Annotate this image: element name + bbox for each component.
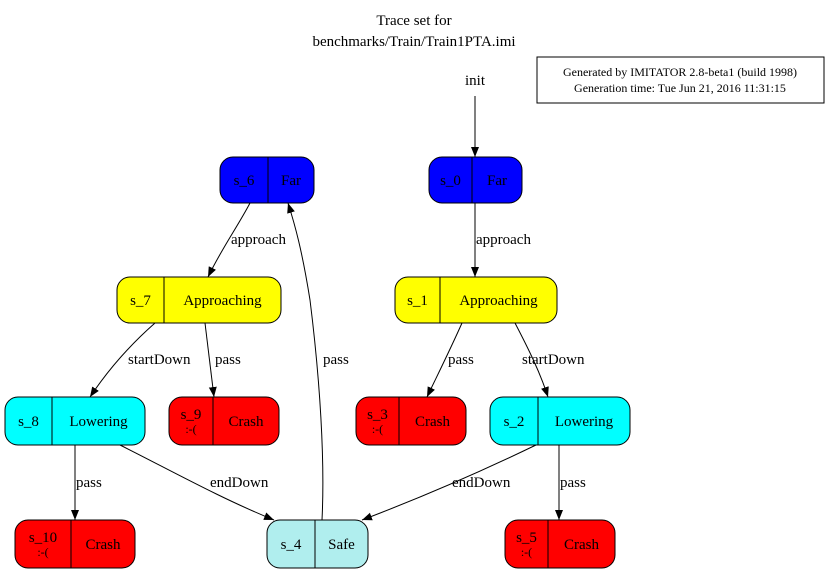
state-annotation: :-( [185, 422, 196, 436]
state-box [4, 396, 146, 446]
state-location: Crash [86, 537, 121, 553]
state-box [504, 519, 616, 569]
edge-label: pass [323, 352, 349, 368]
state-annotation: :-( [521, 545, 532, 559]
edge-s-0-to-s-1: approach [471, 203, 531, 277]
state-s-2: s_2 Lowering [489, 396, 631, 446]
state-id: s_5 [516, 530, 537, 546]
state-location: Lowering [555, 414, 614, 430]
state-location: Crash [415, 414, 450, 430]
edge-s-2-to-s-5: pass [555, 445, 586, 520]
state-box [394, 276, 558, 324]
state-location: Approaching [183, 293, 262, 309]
state-id: s_6 [234, 173, 255, 189]
state-id: s_4 [281, 537, 302, 553]
state-location: Approaching [459, 293, 538, 309]
state-id: s_9 [181, 407, 202, 423]
edge-label: approach [231, 232, 286, 248]
state-annotation: :-( [37, 545, 48, 559]
edge-label: startDown [128, 352, 191, 368]
state-s-8: s_8 Lowering [4, 396, 146, 446]
state-id: s_3 [367, 407, 388, 423]
edge-arrow [207, 202, 251, 278]
info-box-line1: Generated by IMITATOR 2.8-beta1 (build 1… [563, 65, 797, 79]
edge-s-4-to-s-6: pass [287, 202, 349, 521]
state-s-5: s_5:-( Crash [504, 519, 616, 569]
state-s-7: s_7 Approaching [116, 276, 282, 324]
edge-arrow [426, 322, 463, 398]
edge-arrow [287, 202, 324, 521]
state-box [428, 156, 523, 204]
edge-label: startDown [522, 352, 585, 368]
edge-s-8-to-s-10: pass [71, 445, 102, 520]
edge-label: pass [560, 475, 586, 491]
state-s-3: s_3:-( Crash [355, 396, 467, 446]
edge-s-1-to-s-2: startDown [514, 322, 585, 398]
state-box [219, 156, 315, 204]
edge-s-8-to-s-4: endDown [119, 444, 275, 521]
init-label: init [465, 73, 486, 89]
state-box [116, 276, 282, 324]
state-id: s_0 [440, 173, 461, 189]
info-box: Generated by IMITATOR 2.8-beta1 (build 1… [536, 56, 825, 104]
state-s-6: s_6 Far [219, 156, 315, 204]
state-box [14, 519, 136, 569]
graph-title-line2: benchmarks/Train/Train1PTA.imi [312, 34, 515, 50]
edge-label: pass [215, 352, 241, 368]
edge-arrow [89, 322, 156, 398]
edge-s-1-to-s-3: pass [426, 322, 474, 398]
state-id: s_7 [130, 293, 151, 309]
edges: approach approach startDown pass pass startDo… [71, 96, 586, 521]
edge-s-6-to-s-7: approach [207, 202, 286, 278]
edge-label: pass [76, 475, 102, 491]
state-s-1: s_1 Approaching [394, 276, 558, 324]
state-box [489, 396, 631, 446]
edge-s-7-to-s-8: startDown [89, 322, 191, 398]
edge-label: endDown [452, 475, 511, 491]
edge-arrow [361, 444, 537, 521]
state-id: s_2 [504, 414, 525, 430]
state-s-0: s_0 Far [428, 156, 523, 204]
state-s-4: s_4 Safe [266, 519, 369, 569]
state-box [266, 519, 369, 569]
state-location: Lowering [69, 414, 128, 430]
info-box-line2: Generation time: Tue Jun 21, 2016 11:31:… [574, 81, 786, 95]
state-s-9: s_9:-( Crash [168, 396, 280, 446]
state-location: Safe [328, 537, 355, 553]
edge-s-7-to-s-9: pass [204, 322, 241, 398]
edge-arrow [514, 322, 549, 398]
edge-s-2-to-s-4: endDown [361, 444, 537, 521]
state-id: s_10 [29, 530, 57, 546]
graph-title-line1: Trace set for [376, 13, 451, 29]
edge-arrow [204, 322, 217, 398]
state-box [168, 396, 280, 446]
state-location: Far [281, 173, 301, 189]
edge-label: approach [476, 232, 531, 248]
state-annotation: :-( [372, 422, 383, 436]
state-s-10: s_10:-( Crash [14, 519, 136, 569]
state-location: Far [487, 173, 507, 189]
state-location: Crash [564, 537, 599, 553]
state-location: Crash [229, 414, 264, 430]
edge-label: endDown [210, 475, 269, 491]
edge-label: pass [448, 352, 474, 368]
edge-arrow [119, 444, 275, 521]
state-id: s_8 [18, 414, 39, 430]
states: s_6 Far s_0 Far s_7 Approaching s_1 Approaching… [4, 156, 631, 569]
state-id: s_1 [407, 293, 428, 309]
state-box [355, 396, 467, 446]
